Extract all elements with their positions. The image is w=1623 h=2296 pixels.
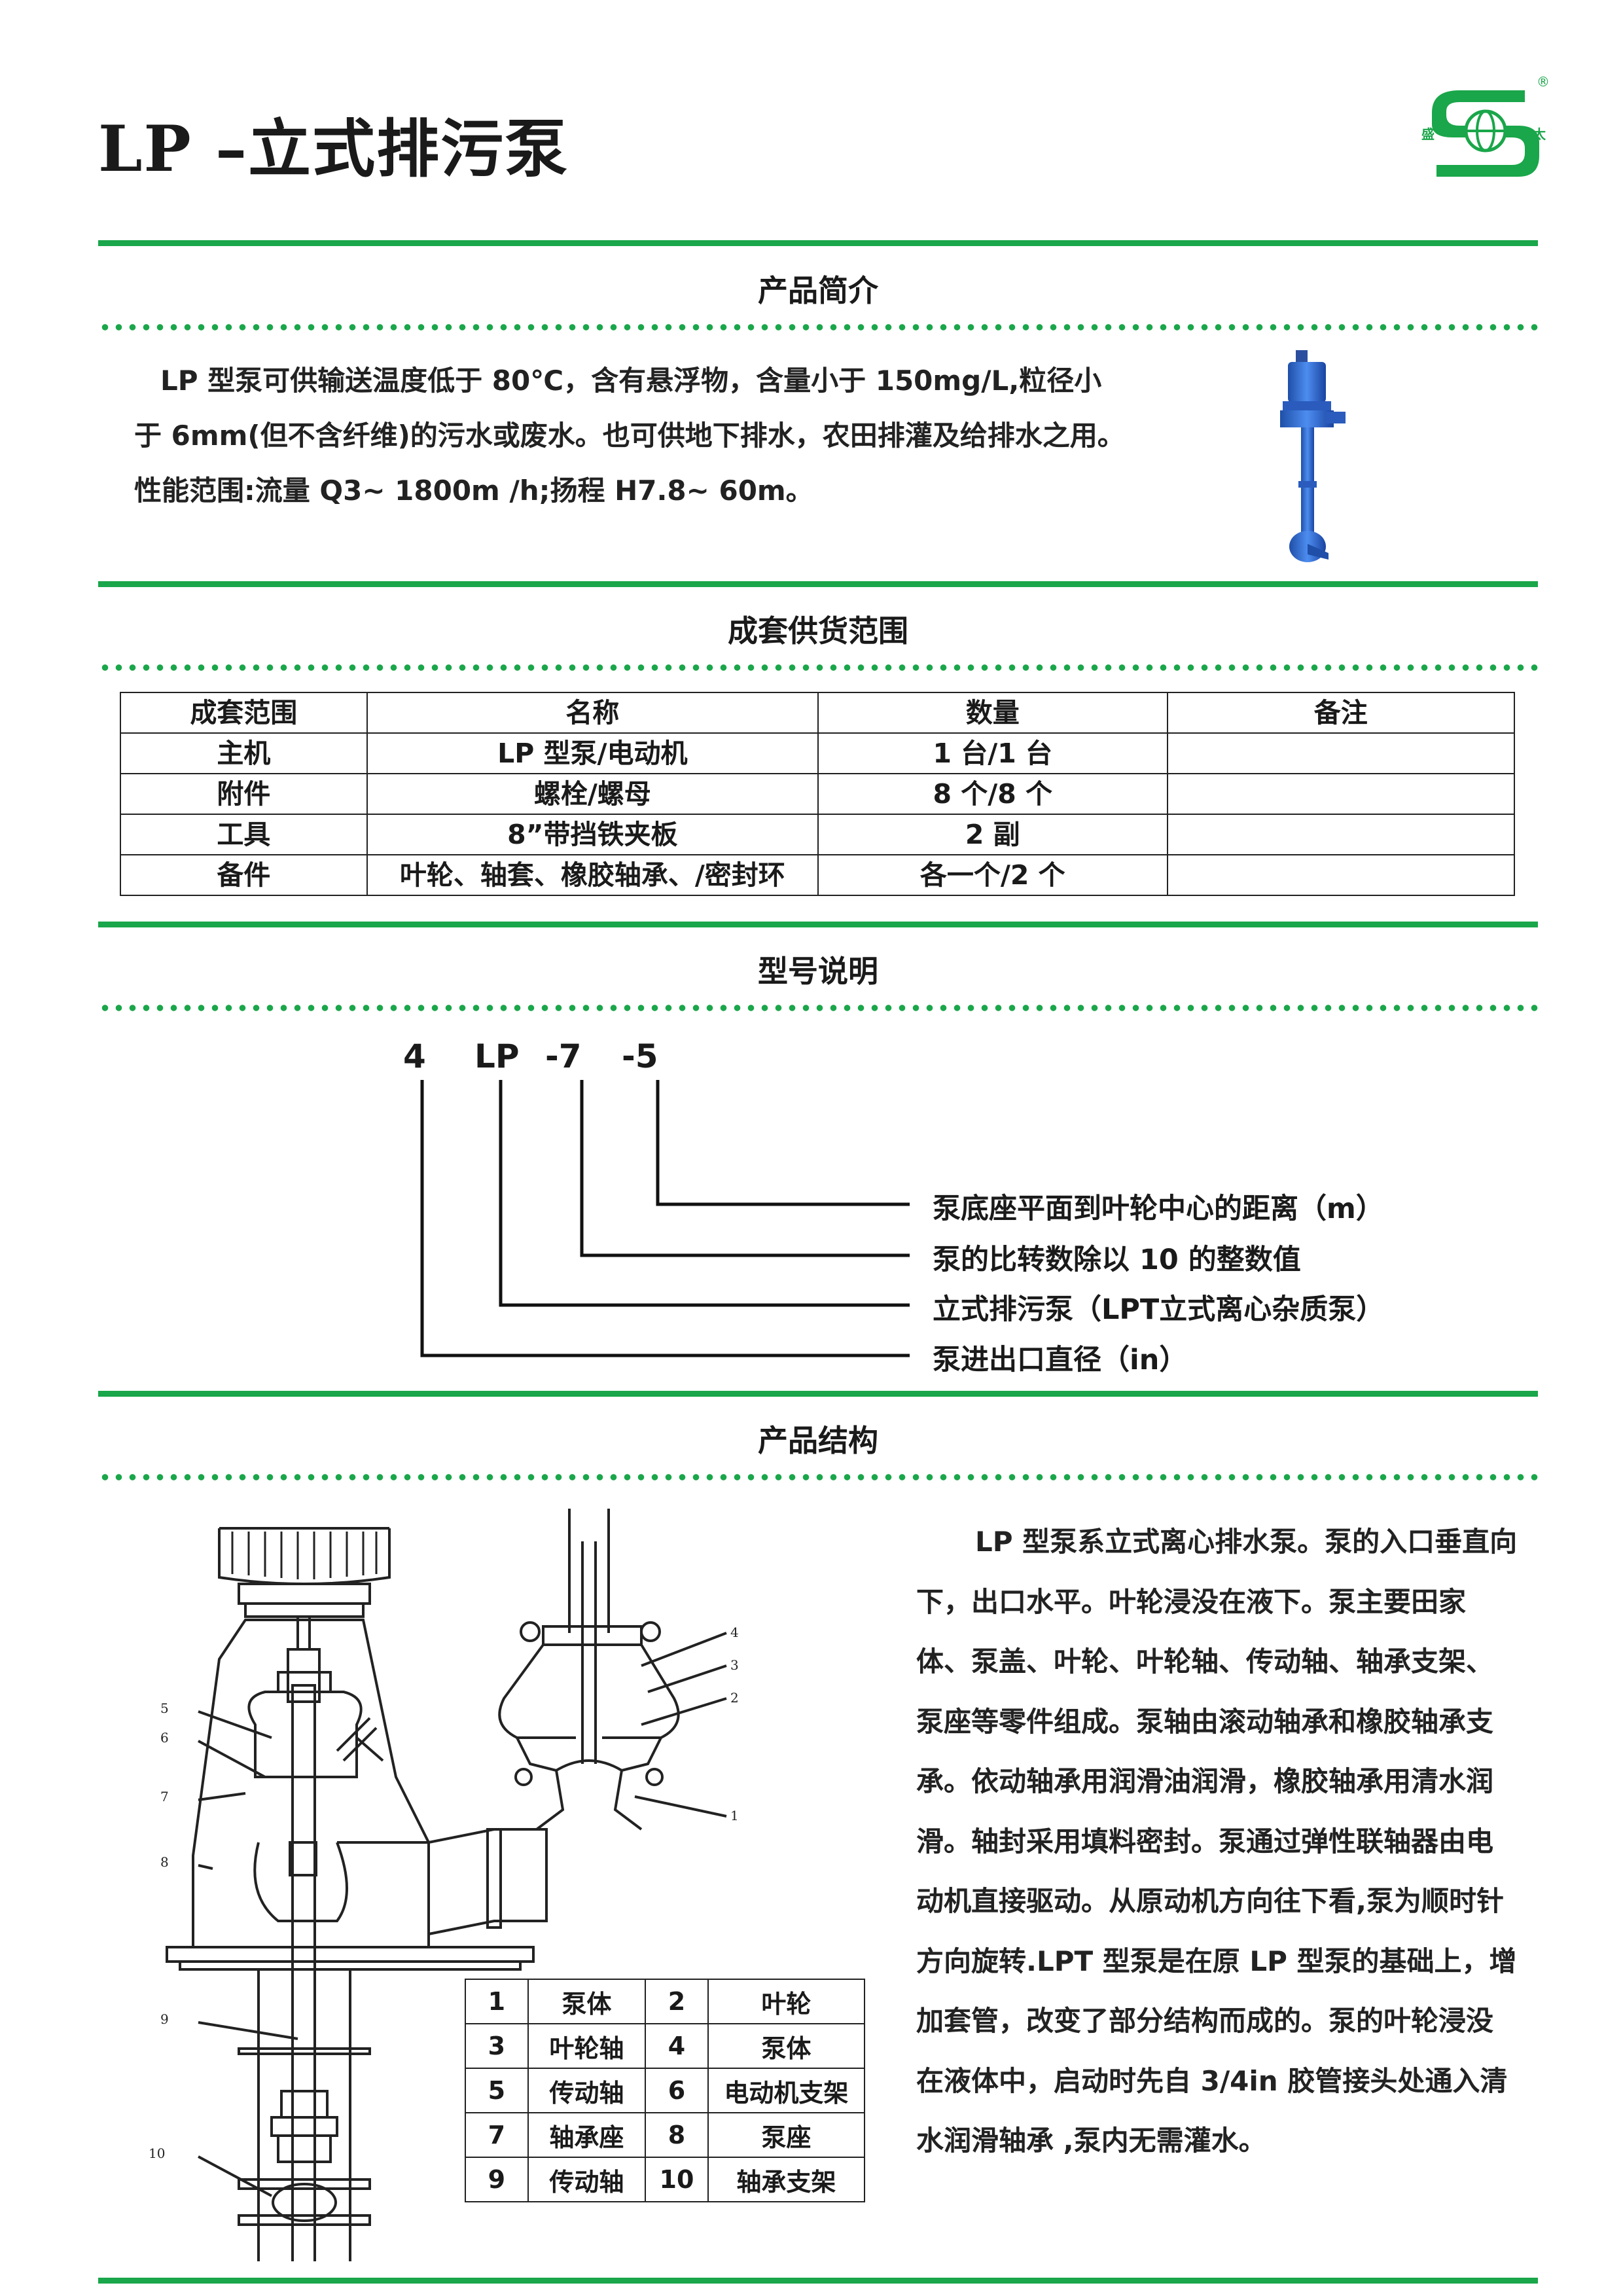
table-cell: 10 — [645, 2157, 709, 2202]
model-code-speed: -7 — [545, 1037, 582, 1075]
table-cell: 螺栓/螺母 — [366, 773, 819, 815]
table-cell: 5 — [465, 2068, 529, 2113]
table-cell: 轴承座 — [527, 2112, 647, 2158]
table-cell: 泵体 — [527, 1979, 647, 2024]
table-cell — [1166, 773, 1516, 815]
model-code-distance: -5 — [622, 1037, 658, 1075]
drawing-label: 9 — [160, 2011, 169, 2027]
header-cell: 名称 — [366, 692, 819, 734]
table-cell: 3 — [465, 2023, 529, 2069]
table-cell: 各一个/2 个 — [817, 854, 1168, 896]
table-cell: 1 — [465, 1979, 529, 2024]
model-desc-speed: 泵的比转数除以 10 的整数值 — [933, 1244, 1301, 1276]
detail-label: 1 — [730, 1808, 739, 1823]
table-cell — [1166, 732, 1516, 774]
impeller-detail-drawing: 4 3 2 1 — [498, 1509, 739, 1831]
detail-label: 2 — [730, 1690, 739, 1706]
table-row: 5 传动轴 6 电动机支架 — [465, 2068, 866, 2113]
section-title-supply: 成套供货范围 — [728, 613, 908, 649]
table-cell: LP 型泵/电动机 — [366, 732, 819, 774]
intro-text: LP 型泵可供输送温度低于 80℃，含有悬浮物，含量小于 150mg/L,粒径小… — [134, 353, 1129, 518]
table-cell — [1166, 814, 1516, 855]
table-row: 7 轴承座 8 泵座 — [465, 2112, 866, 2158]
table-cell: 工具 — [120, 814, 368, 855]
table-cell: 2 副 — [817, 814, 1168, 855]
pump-section-drawing: 5 6 7 8 9 10 — [149, 1527, 548, 2261]
model-leader-lines — [420, 1080, 910, 1357]
table-row: 1 泵体 2 叶轮 — [465, 1979, 866, 2024]
model-desc-size: 泵进出口直径（in） — [933, 1344, 1188, 1376]
table-cell: 6 — [645, 2068, 709, 2113]
parts-table: 1 泵体 2 叶轮 3 叶轮轴 4 泵体 5 传动轴 6 电动机支架 7 轴承座… — [465, 1979, 866, 2202]
model-desc-type: 立式排污泵（LPT立式离心杂质泵） — [933, 1293, 1385, 1326]
dotted-divider — [98, 324, 1538, 331]
table-row: 备件 叶轮、轴套、橡胶轴承、/密封环 各一个/2 个 — [120, 854, 1516, 896]
model-code-type: LP — [474, 1037, 520, 1075]
detail-label: 3 — [730, 1657, 739, 1673]
dotted-divider — [98, 664, 1538, 671]
table-cell: 叶轮轴 — [527, 2023, 647, 2069]
drawing-label: 6 — [160, 1730, 169, 1746]
intro-performance: 性能范围:流量 Q3~ 1800m /h;扬程 H7.8~ 60m。 — [134, 475, 813, 507]
section-title-structure: 产品结构 — [758, 1423, 878, 1458]
table-row: 主机 LP 型泵/电动机 1 台/1 台 — [120, 732, 1516, 774]
table-cell: 附件 — [120, 773, 368, 815]
table-cell: 8”带挡铁夹板 — [366, 814, 819, 855]
table-cell: 2 — [645, 1979, 709, 2024]
table-row: 9 传动轴 10 轴承支架 — [465, 2157, 866, 2202]
table-cell: 泵体 — [707, 2023, 866, 2069]
table-cell: 8 个/8 个 — [817, 773, 1168, 815]
table-cell: 9 — [465, 2157, 529, 2202]
drawing-label: 5 — [160, 1700, 169, 1716]
dotted-divider — [98, 1474, 1538, 1480]
structure-paragraph: LP 型泵系立式离心排水泵。泵的入口垂直向下，出口水平。叶轮浸没在液下。泵主要田… — [916, 1526, 1518, 2157]
model-desc-distance: 泵底座平面到叶轮中心的距离（m） — [933, 1193, 1384, 1225]
intro-paragraph: LP 型泵可供输送温度低于 80℃，含有悬浮物，含量小于 150mg/L,粒径小… — [134, 365, 1125, 452]
table-header-row: 成套范围 名称 数量 备注 — [120, 692, 1516, 734]
table-cell: 轴承支架 — [707, 2157, 866, 2202]
section-title-intro: 产品简介 — [758, 273, 878, 308]
dotted-divider — [98, 1005, 1538, 1011]
table-cell — [1166, 854, 1516, 896]
header-cell: 数量 — [817, 692, 1168, 734]
detail-label: 4 — [730, 1624, 739, 1640]
company-logo: ® 盛 太 — [1421, 74, 1550, 177]
pump-photo — [1280, 350, 1346, 562]
drawing-label: 10 — [149, 2145, 165, 2161]
table-row: 3 叶轮轴 4 泵体 — [465, 2023, 866, 2069]
section-divider — [98, 922, 1538, 927]
supply-table: 成套范围 名称 数量 备注 主机 LP 型泵/电动机 1 台/1 台 附件 螺栓… — [120, 692, 1516, 896]
table-cell: 1 台/1 台 — [817, 732, 1168, 774]
header-cell: 备注 — [1166, 692, 1516, 734]
table-cell: 备件 — [120, 854, 368, 896]
page-title: LP –立式排污泵 — [98, 112, 569, 186]
table-cell: 主机 — [120, 732, 368, 774]
table-cell: 泵座 — [707, 2112, 866, 2158]
model-code-size: 4 — [403, 1037, 426, 1075]
section-divider — [98, 581, 1538, 587]
registered-mark: ® — [1537, 74, 1550, 90]
table-cell: 叶轮、轴套、橡胶轴承、/密封环 — [366, 854, 819, 896]
header-cell: 成套范围 — [120, 692, 368, 734]
table-cell: 叶轮 — [707, 1979, 866, 2024]
section-divider — [98, 240, 1538, 246]
drawing-label: 7 — [160, 1789, 169, 1804]
section-title-model: 型号说明 — [758, 954, 878, 989]
footer-divider — [98, 2278, 1538, 2284]
table-row: 附件 螺栓/螺母 8 个/8 个 — [120, 773, 1516, 815]
section-divider — [98, 1391, 1538, 1397]
logo-char-right: 太 — [1533, 126, 1546, 142]
table-cell: 8 — [645, 2112, 709, 2158]
table-cell: 4 — [645, 2023, 709, 2069]
table-cell: 7 — [465, 2112, 529, 2158]
structure-description: LP 型泵系立式离心排水泵。泵的入口垂直向下，出口水平。叶轮浸没在液下。泵主要田… — [916, 1512, 1518, 2171]
drawing-label: 8 — [160, 1854, 169, 1870]
table-cell: 传动轴 — [527, 2157, 647, 2202]
table-cell: 传动轴 — [527, 2068, 647, 2113]
table-row: 工具 8”带挡铁夹板 2 副 — [120, 814, 1516, 855]
table-cell: 电动机支架 — [707, 2068, 866, 2113]
logo-char-left: 盛 — [1421, 126, 1435, 142]
